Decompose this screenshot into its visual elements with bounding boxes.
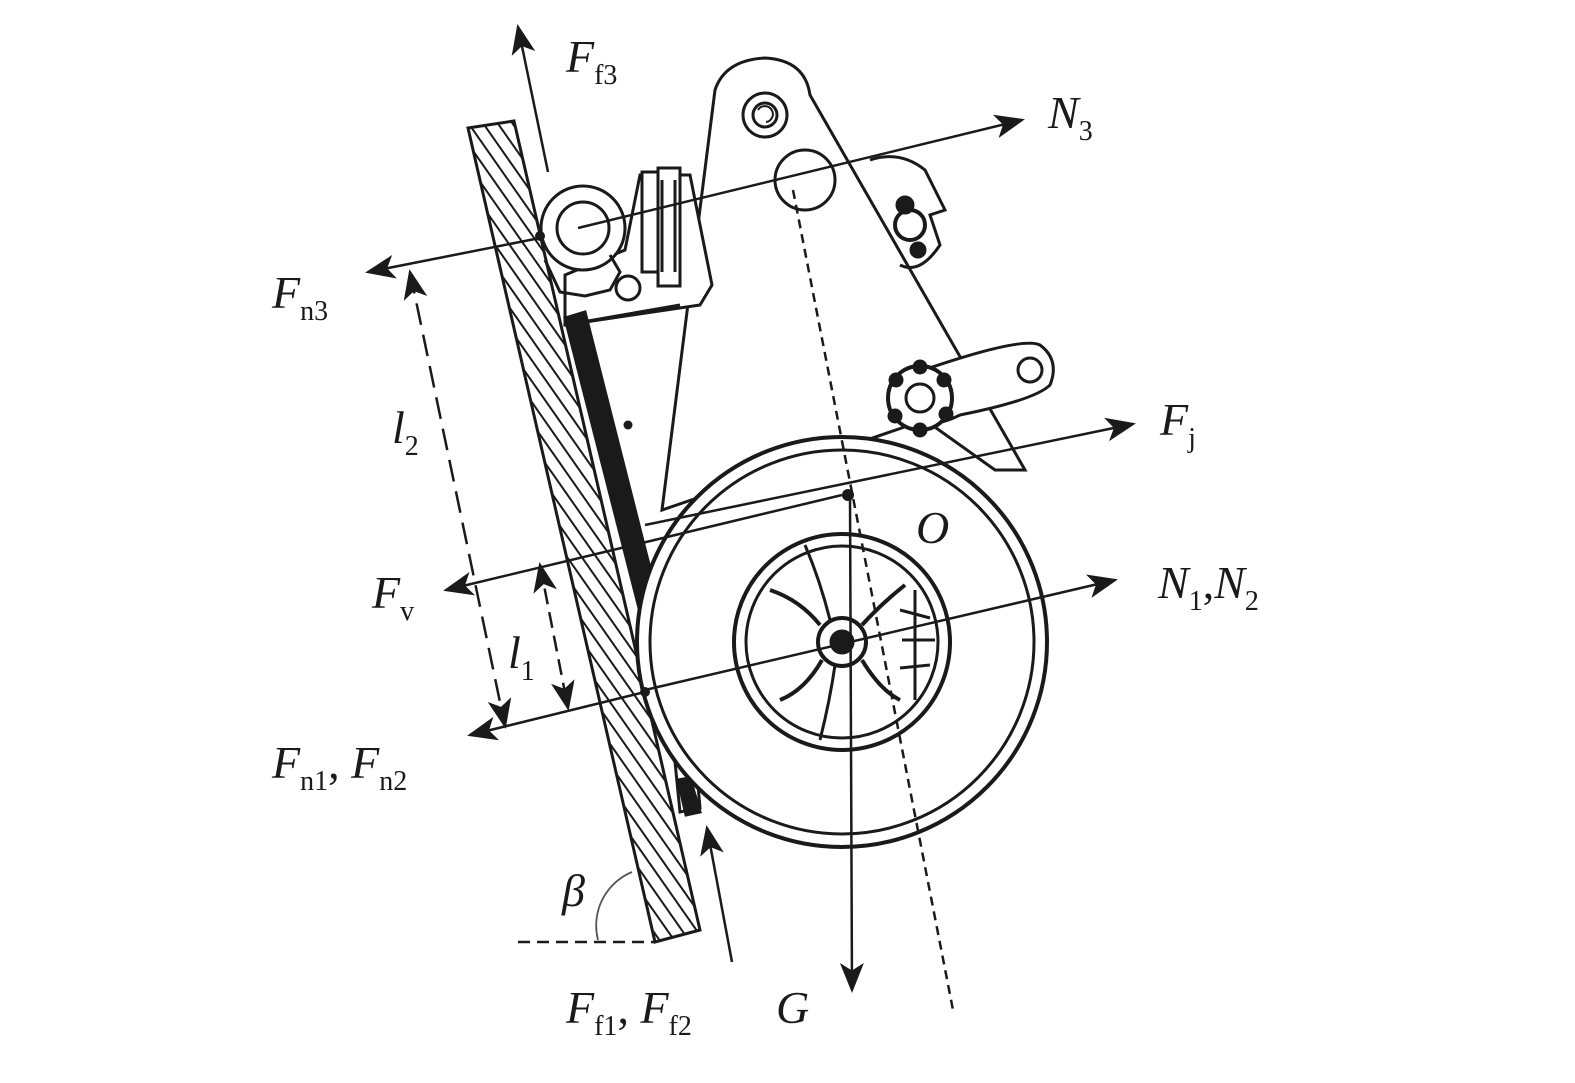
label-ff12: Ff1, Ff2 (566, 982, 692, 1042)
label-fv: Fv (372, 567, 415, 627)
label-o: O (916, 502, 950, 553)
label-fn3: Fn3 (272, 267, 329, 327)
beta-angle-arc (595, 871, 633, 941)
label-g: G (776, 982, 810, 1033)
arrow-fj (644, 417, 1136, 527)
inclined-wall (466, 119, 702, 944)
label-ff3: Ff3 (566, 31, 618, 91)
label-n12: N1,N2 (1158, 557, 1259, 617)
arrow-g (839, 494, 864, 993)
arrow-fn3 (365, 236, 541, 279)
contact-point-upper (535, 231, 545, 241)
arrow-n3 (577, 114, 1025, 230)
label-l1: l1 (508, 627, 535, 687)
label-n3: N3 (1048, 87, 1093, 147)
label-l2: l2 (392, 402, 419, 462)
l2-dimension-line (403, 269, 512, 729)
arrow-n12 (644, 574, 1118, 692)
arrow-fn12 (467, 690, 646, 741)
label-fn12: Fn1, Fn2 (272, 737, 408, 797)
centre-of-mass-point (842, 489, 854, 501)
arrow-ff3 (511, 24, 550, 173)
arrow-fv (443, 493, 843, 596)
arrow-ff12 (700, 825, 734, 963)
centre-dashed-line (791, 189, 955, 1011)
main-wheel (635, 435, 1049, 849)
label-fj: Fj (1160, 394, 1196, 454)
contact-point-lower (640, 687, 650, 697)
l1-dimension-line (533, 562, 575, 711)
label-beta: β (562, 865, 585, 916)
force-arrows (365, 24, 1136, 993)
